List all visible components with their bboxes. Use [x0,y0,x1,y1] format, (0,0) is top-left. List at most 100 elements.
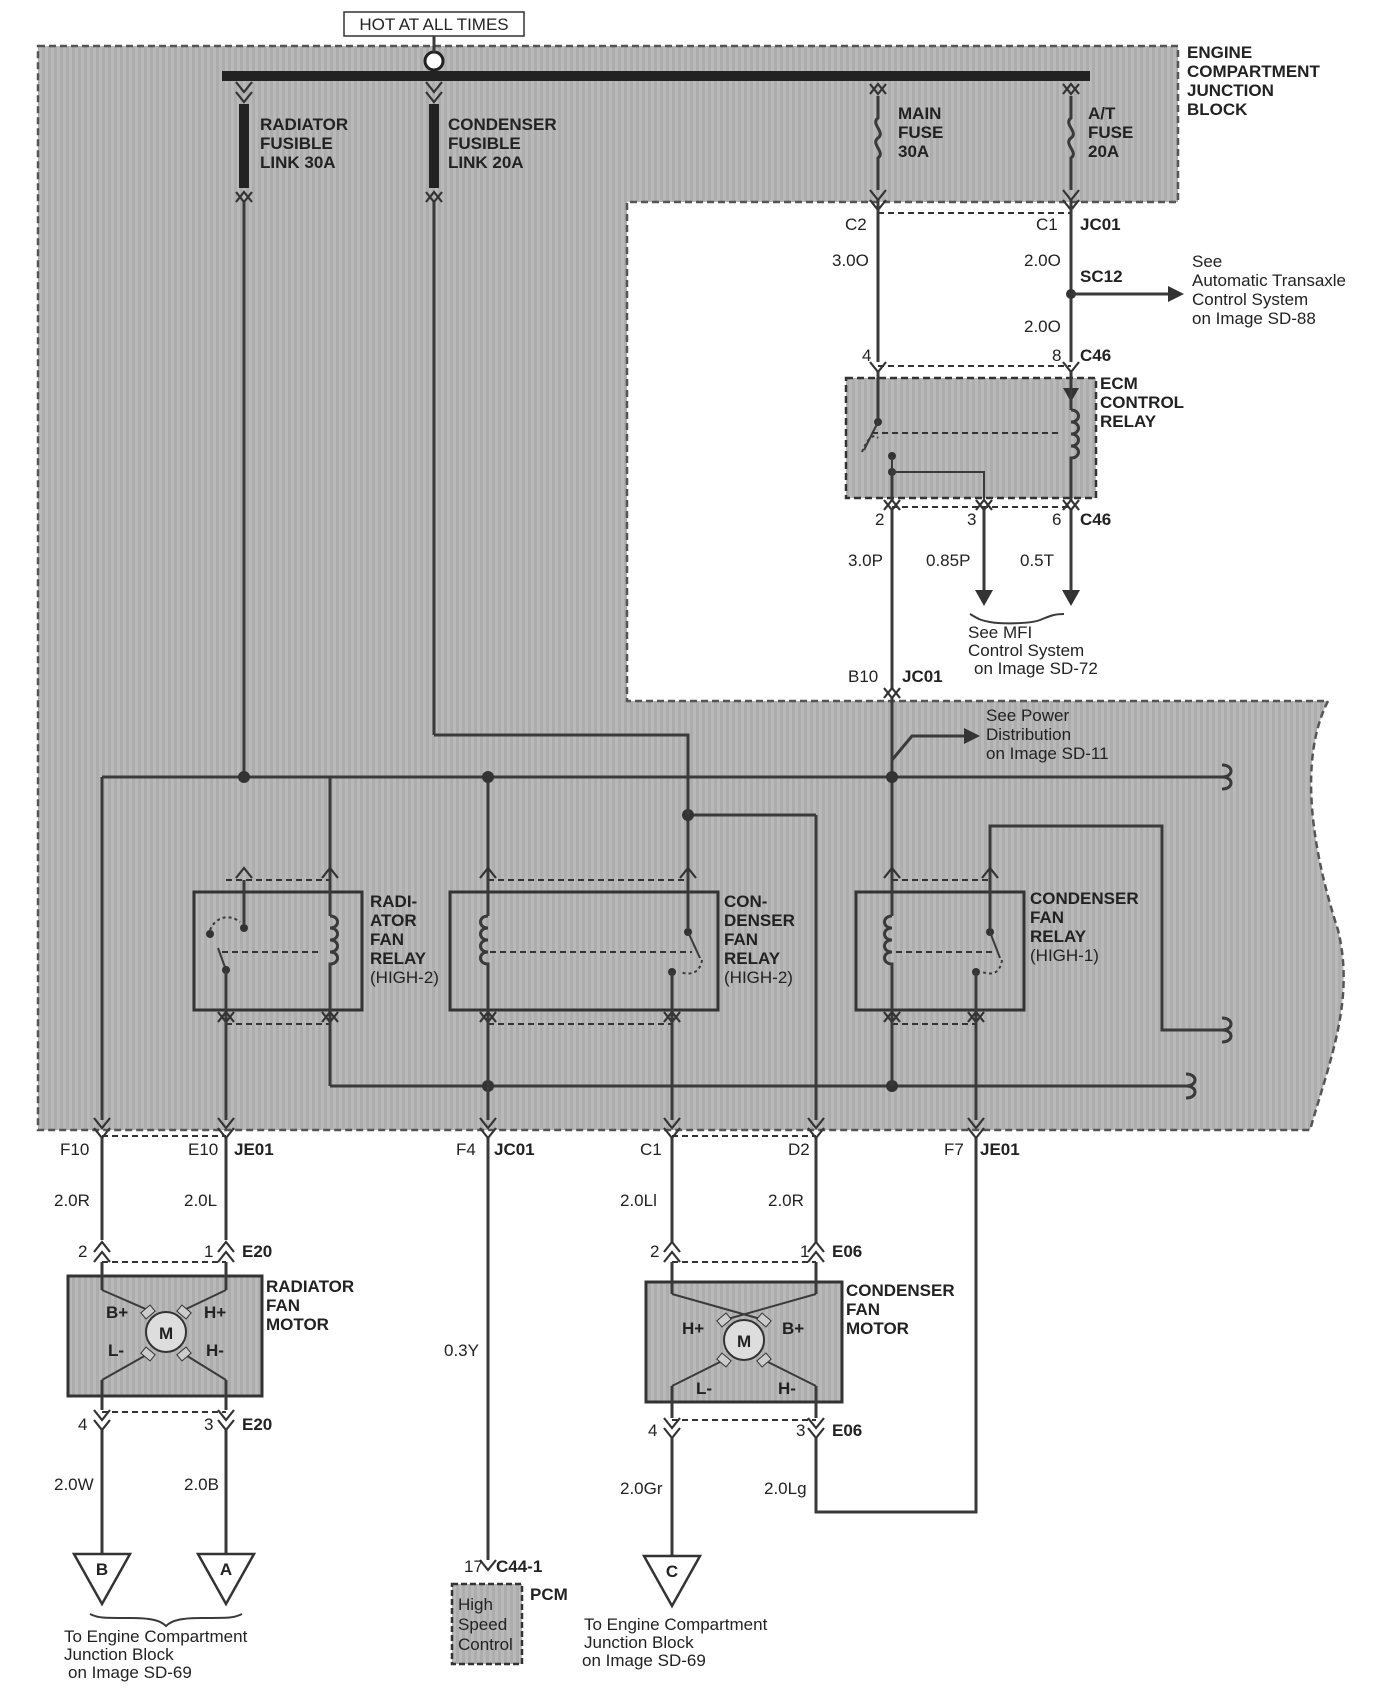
svg-text:ATOR: ATOR [370,911,417,930]
svg-text:FAN: FAN [1030,908,1064,927]
svg-text:0.5T: 0.5T [1020,551,1054,570]
svg-text:(HIGH-1): (HIGH-1) [1030,946,1099,965]
svg-text:Speed: Speed [458,1615,507,1634]
svg-text:To Engine Compartment: To Engine Compartment [584,1615,768,1634]
svg-text:20A: 20A [1088,142,1119,161]
svg-text:4: 4 [78,1415,87,1434]
svg-text:M: M [159,1324,173,1343]
radiator-fusible-link: RADIATOR FUSIBLE LINK 30A [235,81,348,780]
svg-text:FAN: FAN [846,1300,880,1319]
svg-text:See MFI: See MFI [968,623,1032,642]
svg-text:MOTOR: MOTOR [266,1315,329,1334]
at-fuse: A/T FUSE 20A [1062,82,1133,212]
svg-text:BLOCK: BLOCK [1187,100,1248,119]
condenser-fusible-link: CONDENSER FUSIBLE LINK 20A [425,81,557,735]
svg-text:FUSE: FUSE [898,123,943,142]
condenser-fan-relay-high2: CON- DENSER FAN RELAY (HIGH-2) [448,866,795,1025]
svg-text:JC01: JC01 [902,667,943,686]
svg-text:LINK 30A: LINK 30A [260,153,336,172]
svg-text:C2: C2 [845,215,867,234]
svg-text:2.0R: 2.0R [54,1191,90,1210]
svg-text:3: 3 [967,510,976,529]
svg-text:See: See [1192,252,1222,271]
svg-text:E06: E06 [832,1242,862,1261]
svg-text:2.0O: 2.0O [1024,317,1061,336]
svg-text:L-: L- [108,1341,124,1360]
svg-text:30A: 30A [898,142,929,161]
svg-text:ECM: ECM [1100,374,1138,393]
svg-text:6: 6 [1052,510,1061,529]
svg-text:F4: F4 [456,1140,476,1159]
svg-text:JC01: JC01 [1080,215,1121,234]
radiator-fan-motor: M B+ H+ L- H- RADIATOR FAN MOTOR [66,1262,354,1410]
svg-text:M: M [737,1332,751,1351]
svg-text:CONDENSER: CONDENSER [448,115,557,134]
condenser-fan-motor: M H+ B+ L- H- CONDENSER FAN MOTOR [644,1262,955,1418]
svg-text:H-: H- [778,1379,796,1398]
svg-text:FAN: FAN [370,930,404,949]
svg-text:COMPARTMENT: COMPARTMENT [1187,62,1320,81]
svg-text:(HIGH-2): (HIGH-2) [370,968,439,987]
svg-text:E20: E20 [242,1242,272,1261]
svg-text:Control System: Control System [968,641,1084,660]
svg-text:JUNCTION: JUNCTION [1187,81,1274,100]
svg-text:0.3Y: 0.3Y [444,1341,479,1360]
svg-text:3: 3 [204,1415,213,1434]
svg-text:3: 3 [796,1421,805,1440]
svg-text:2: 2 [875,510,884,529]
svg-text:C46: C46 [1080,510,1111,529]
svg-text:C1: C1 [640,1140,662,1159]
svg-text:B10: B10 [848,667,878,686]
svg-text:Distribution: Distribution [986,725,1071,744]
svg-text:C1: C1 [1036,215,1058,234]
svg-text:A/T: A/T [1088,104,1116,123]
svg-text:E20: E20 [242,1415,272,1434]
atcs-reference: See Automatic Transaxle Control System o… [1192,252,1346,328]
svg-text:C44-1: C44-1 [496,1557,542,1576]
svg-text:PCM: PCM [530,1585,568,1604]
junction-block-region [36,44,1345,1132]
svg-text:RADIATOR: RADIATOR [260,115,348,134]
svg-text:(HIGH-2): (HIGH-2) [724,968,793,987]
ground-c: C [641,1554,703,1609]
svg-text:ENGINE: ENGINE [1187,43,1252,62]
svg-text:F7: F7 [944,1140,964,1159]
radiator-fan-relay: RADI- ATOR FAN RELAY (HIGH-2) [192,866,439,1025]
svg-text:FAN: FAN [266,1296,300,1315]
svg-text:JE01: JE01 [234,1140,274,1159]
svg-text:E06: E06 [832,1421,862,1440]
junction-block-label: ENGINE COMPARTMENT JUNCTION BLOCK [1187,43,1320,119]
svg-text:F10: F10 [60,1140,89,1159]
svg-text:H+: H+ [204,1303,226,1322]
svg-text:L-: L- [696,1379,712,1398]
svg-text:Junction Block: Junction Block [64,1645,174,1664]
svg-text:MAIN: MAIN [898,104,941,123]
svg-text:DENSER: DENSER [724,911,795,930]
ground-a: A [195,1552,257,1607]
svg-text:H+: H+ [682,1319,704,1338]
svg-text:B: B [96,1560,108,1579]
svg-text:B+: B+ [782,1319,804,1338]
svg-text:See Power: See Power [986,706,1069,725]
svg-text:2.0R: 2.0R [768,1191,804,1210]
power-reference: See Power Distribution on Image SD-11 [986,706,1109,763]
svg-text:JC01: JC01 [494,1140,535,1159]
svg-text:2.0L: 2.0L [184,1191,217,1210]
svg-text:3.0O: 3.0O [832,251,869,270]
svg-text:on Image SD-11: on Image SD-11 [986,744,1109,763]
svg-text:4: 4 [648,1421,657,1440]
svg-text:MOTOR: MOTOR [846,1319,909,1338]
svg-text:FAN: FAN [724,930,758,949]
svg-text:RELAY: RELAY [1100,412,1157,431]
svg-text:SC12: SC12 [1080,267,1123,286]
svg-text:2.0Lg: 2.0Lg [764,1479,807,1498]
svg-text:JE01: JE01 [980,1140,1020,1159]
bus-node [423,50,445,72]
svg-text:RELAY: RELAY [724,949,781,968]
svg-text:on Image SD-72: on Image SD-72 [974,659,1098,678]
svg-text:H-: H- [206,1341,224,1360]
svg-text:C46: C46 [1080,346,1111,365]
svg-text:1: 1 [204,1242,213,1261]
svg-text:on Image SD-69: on Image SD-69 [68,1663,192,1682]
svg-text:1: 1 [800,1242,809,1261]
